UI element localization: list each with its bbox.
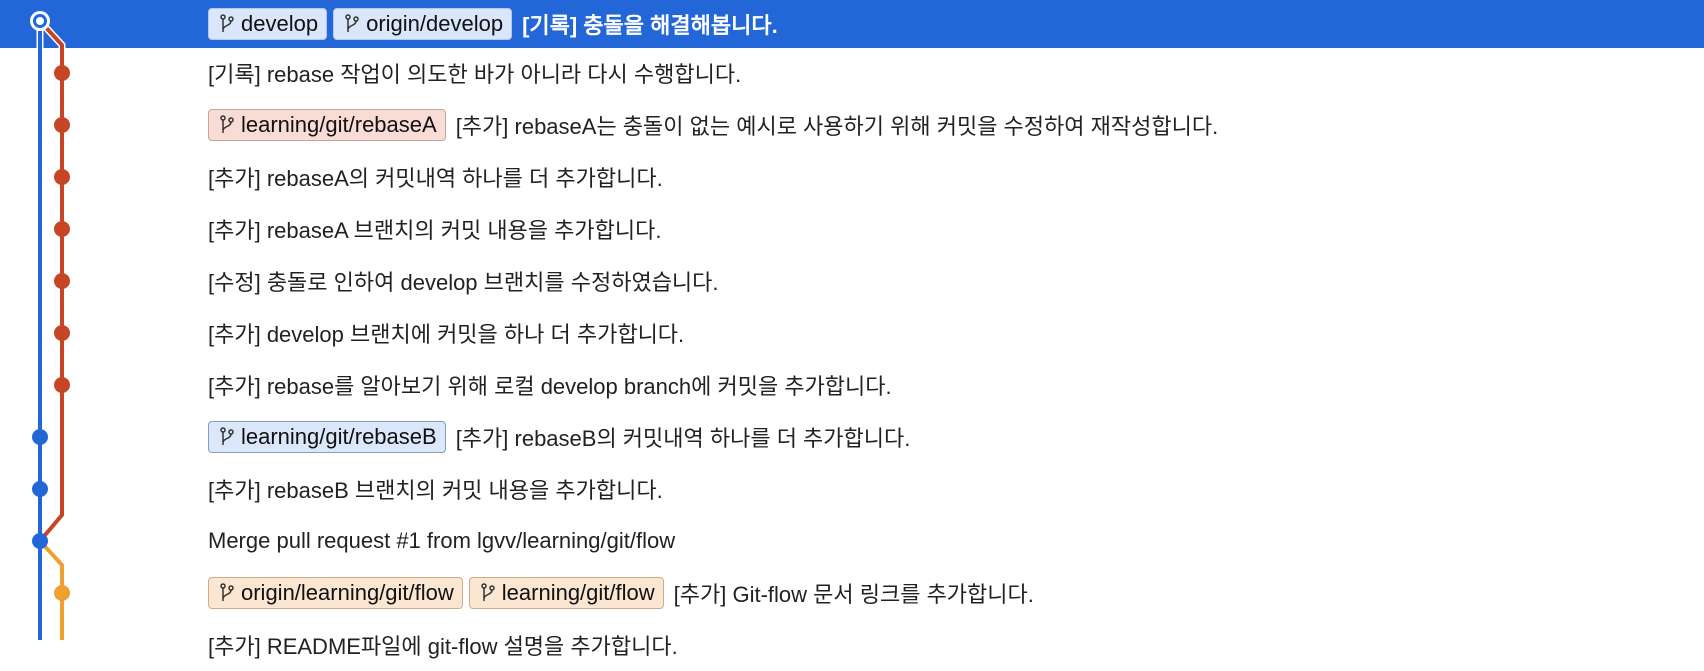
- commit-node: [54, 169, 70, 185]
- commit-node: [54, 273, 70, 289]
- lane-flow: [38, 539, 64, 640]
- commit-row[interactable]: develop origin/develop [기록] 충돌을 해결해봅니다.: [0, 0, 1704, 48]
- commit-message: [추가] rebaseB의 커밋내역 하나를 더 추가합니다.: [455, 426, 911, 451]
- branch-badge[interactable]: learning/git/flow: [468, 577, 664, 609]
- branch-badges: learning/git/rebaseB: [208, 421, 446, 453]
- commit-message: [추가] rebaseA는 충돌이 없는 예시로 사용하기 위해 커밋을 수정하…: [455, 114, 1219, 139]
- commit-node: [54, 117, 70, 133]
- commit-message: [추가] rebaseA의 커밋내역 하나를 더 추가합니다.: [208, 166, 663, 191]
- commit-node: [32, 481, 48, 497]
- commit-message: [추가] develop 브랜치에 커밋을 하나 더 추가합니다.: [208, 322, 685, 347]
- commit-row[interactable]: Merge pull request #1 from lgvv/learning…: [0, 515, 1704, 567]
- commit-row[interactable]: [추가] develop 브랜치에 커밋을 하나 더 추가합니다.: [0, 307, 1704, 359]
- branch-badge-label: learning/git/flow: [501, 580, 655, 605]
- commit-node: [32, 429, 48, 445]
- commit-row[interactable]: origin/learning/git/flow learning/git/flo…: [0, 567, 1704, 619]
- commit-row[interactable]: [수정] 충돌로 인하여 develop 브랜치를 수정하였습니다.: [0, 255, 1704, 307]
- branch-badges: origin/learning/git/flow learning/git/flo…: [208, 577, 664, 609]
- branch-badges: learning/git/rebaseA: [208, 109, 446, 141]
- branch-icon: [219, 583, 235, 603]
- commit-row[interactable]: [추가] rebaseA의 커밋내역 하나를 더 추가합니다.: [0, 151, 1704, 203]
- commit-node: [54, 65, 70, 81]
- branch-badge-label: learning/git/rebaseB: [241, 424, 437, 449]
- commit-row[interactable]: learning/git/rebaseB [추가] rebaseB의 커밋내역 하…: [0, 411, 1704, 463]
- commit-message: [추가] rebaseA 브랜치의 커밋 내용을 추가합니다.: [208, 218, 662, 243]
- commit-row[interactable]: [추가] rebase를 알아보기 위해 로컬 develop branch에 …: [0, 359, 1704, 411]
- branch-badge[interactable]: origin/develop: [333, 8, 513, 40]
- commit-message: [기록] 충돌을 해결해봅니다.: [522, 13, 778, 38]
- commit-node: [32, 533, 48, 549]
- commit-message: [추가] Git-flow 문서 링크를 추가합니다.: [673, 582, 1034, 607]
- commit-node: [54, 325, 70, 341]
- branch-icon: [480, 583, 496, 603]
- commit-graph: [30, 11, 70, 640]
- branch-badge-label: origin/learning/git/flow: [241, 580, 454, 605]
- branch-badge[interactable]: learning/git/rebaseB: [208, 421, 446, 453]
- branch-badge-label: learning/git/rebaseA: [241, 112, 437, 137]
- branch-badge-label: develop: [241, 11, 319, 36]
- commit-message: [수정] 충돌로 인하여 develop 브랜치를 수정하였습니다.: [208, 270, 719, 295]
- commit-row[interactable]: [추가] rebaseA 브랜치의 커밋 내용을 추가합니다.: [0, 203, 1704, 255]
- branch-badge[interactable]: origin/learning/git/flow: [208, 577, 463, 609]
- branch-badge[interactable]: develop: [208, 8, 328, 40]
- commit-node: [54, 377, 70, 393]
- branch-icon: [219, 14, 235, 34]
- commit-row[interactable]: [추가] README파일에 git-flow 설명을 추가합니다.: [0, 619, 1704, 671]
- branch-badges: develop origin/develop: [208, 8, 513, 40]
- commit-message: Merge pull request #1 from lgvv/learning…: [208, 528, 676, 553]
- commit-row[interactable]: [기록] rebase 작업이 의도한 바가 아니라 다시 수행합니다.: [0, 47, 1704, 99]
- branch-icon: [344, 14, 360, 34]
- commit-node: [54, 585, 70, 601]
- branch-icon: [219, 427, 235, 447]
- branch-badge-label: origin/develop: [366, 11, 504, 36]
- commit-node: [54, 221, 70, 237]
- commit-message: [기록] rebase 작업이 의도한 바가 아니라 다시 수행합니다.: [208, 62, 742, 87]
- head-node-center: [36, 17, 44, 25]
- commit-row[interactable]: learning/git/rebaseA [추가] rebaseA는 충돌이 없는…: [0, 99, 1704, 151]
- commit-message: [추가] rebaseB 브랜치의 커밋 내용을 추가합니다.: [208, 478, 663, 503]
- branch-badge[interactable]: learning/git/rebaseA: [208, 109, 446, 141]
- branch-icon: [219, 115, 235, 135]
- commit-row[interactable]: [추가] rebaseB 브랜치의 커밋 내용을 추가합니다.: [0, 463, 1704, 515]
- commit-message: [추가] README파일에 git-flow 설명을 추가합니다.: [208, 634, 678, 659]
- commit-message: [추가] rebase를 알아보기 위해 로컬 develop branch에 …: [208, 374, 892, 399]
